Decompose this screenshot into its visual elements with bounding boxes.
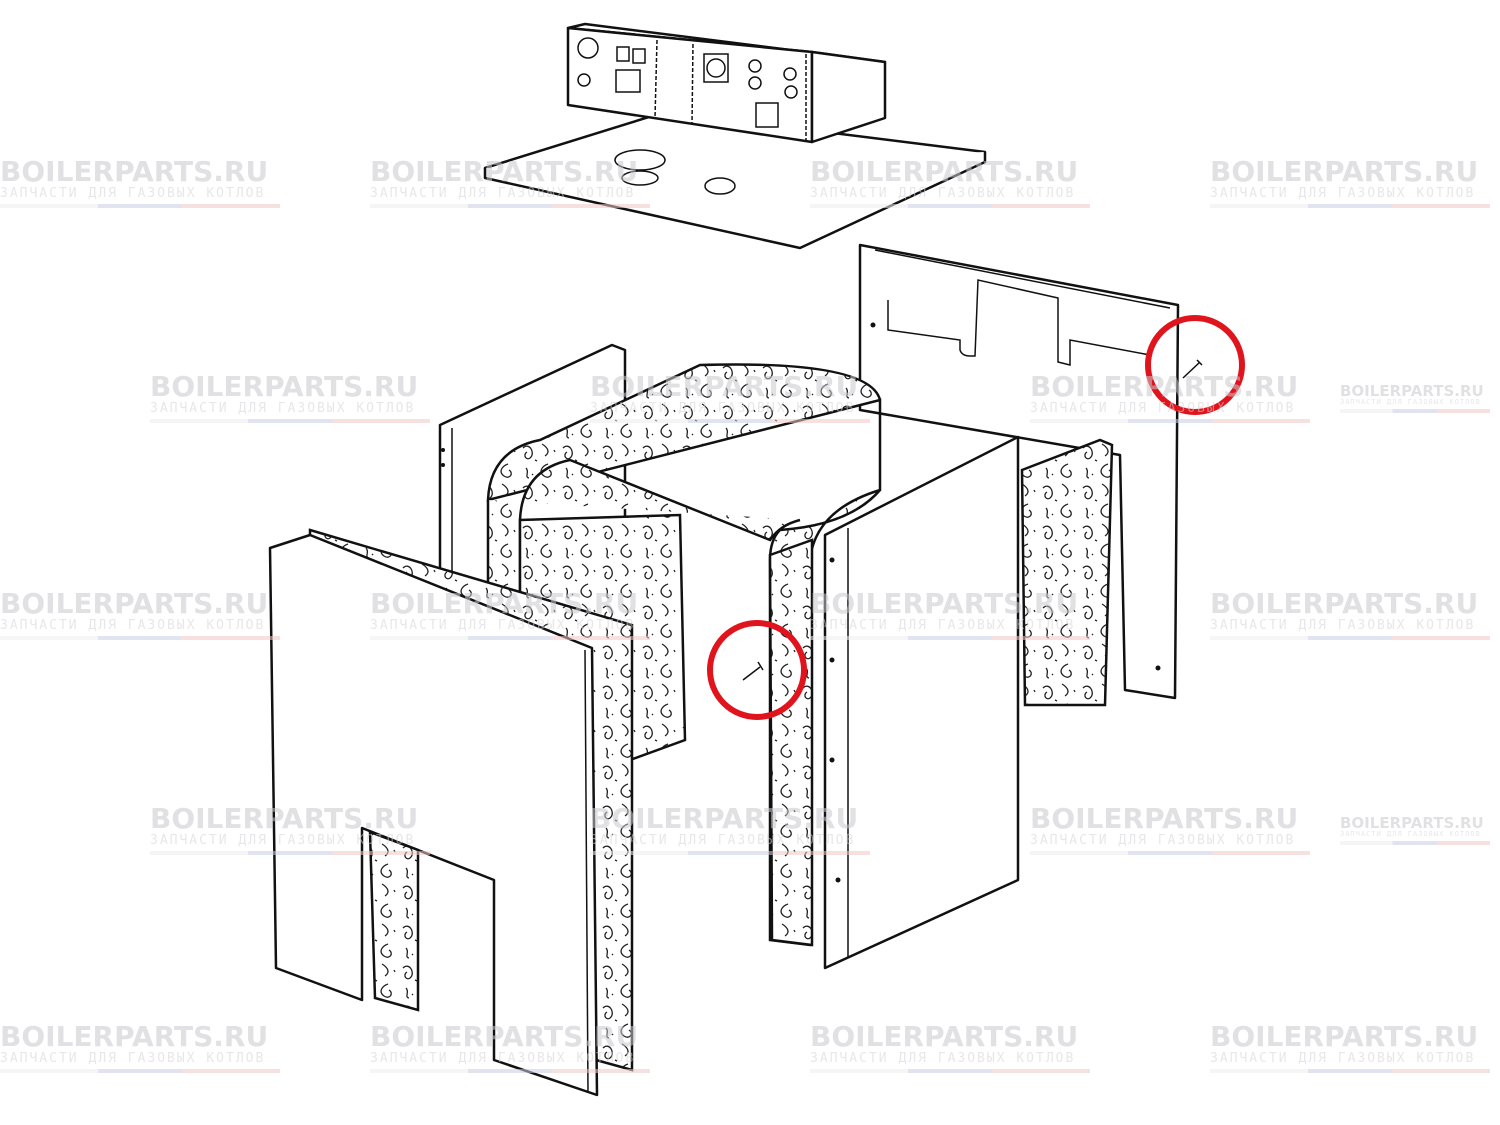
fastening-screw xyxy=(742,359,1203,681)
front-panel xyxy=(268,533,599,1097)
highlight-circle xyxy=(707,620,807,720)
rear-panel xyxy=(858,243,1180,700)
right-side-panel xyxy=(823,435,1020,970)
rear-insulation xyxy=(1020,438,1114,707)
top-plate xyxy=(483,110,987,250)
control-panel xyxy=(566,22,887,144)
highlight-circle xyxy=(1145,315,1245,415)
